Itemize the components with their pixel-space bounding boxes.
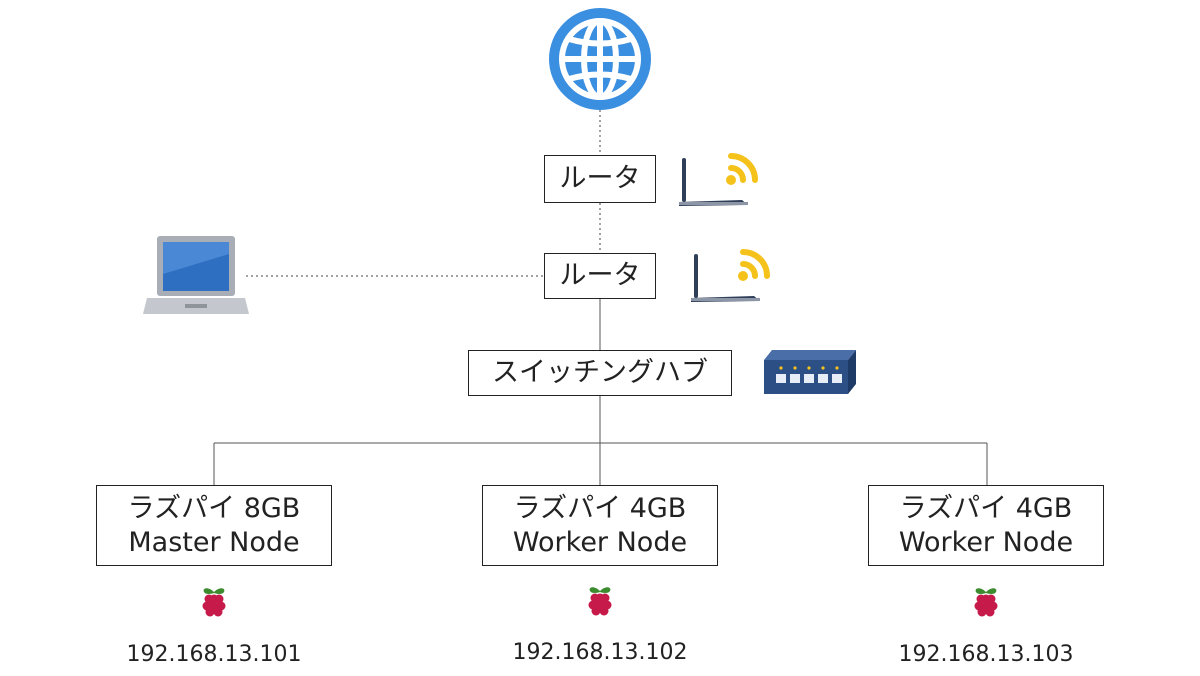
node-ip-address: 192.168.13.102 xyxy=(512,640,688,665)
globe-icon xyxy=(549,8,651,110)
node-spec: ラズパイ 4GB xyxy=(513,492,687,524)
switching-hub-box: スイッチングハブ xyxy=(468,350,732,396)
node-box-worker-1: ラズパイ 4GB Worker Node xyxy=(482,485,718,566)
laptop-icon xyxy=(143,236,249,314)
network-switch-icon xyxy=(764,350,856,394)
raspberry-pi-icon xyxy=(974,588,998,617)
router-upper-box: ルータ xyxy=(544,155,656,203)
node-role: Worker Node xyxy=(512,526,688,558)
node-role: Master Node xyxy=(128,526,300,558)
router-upper-label: ルータ xyxy=(559,163,641,194)
node-spec: ラズパイ 8GB xyxy=(127,492,301,524)
switching-hub-label: スイッチングハブ xyxy=(492,357,708,388)
node-ip-address: 192.168.13.103 xyxy=(898,642,1074,667)
wifi-router-icon xyxy=(679,153,758,206)
node-role: Worker Node xyxy=(898,526,1074,558)
node-spec: ラズパイ 4GB xyxy=(899,492,1073,524)
node-box-worker-2: ラズパイ 4GB Worker Node xyxy=(868,485,1104,566)
raspberry-pi-icon xyxy=(588,587,612,616)
router-lower-box: ルータ xyxy=(544,253,656,299)
router-lower-label: ルータ xyxy=(559,260,641,291)
node-box-master: ラズパイ 8GB Master Node xyxy=(96,485,332,566)
raspberry-pi-icon xyxy=(202,588,226,617)
wifi-router-icon xyxy=(691,249,770,302)
node-ip-address: 192.168.13.101 xyxy=(126,642,302,667)
